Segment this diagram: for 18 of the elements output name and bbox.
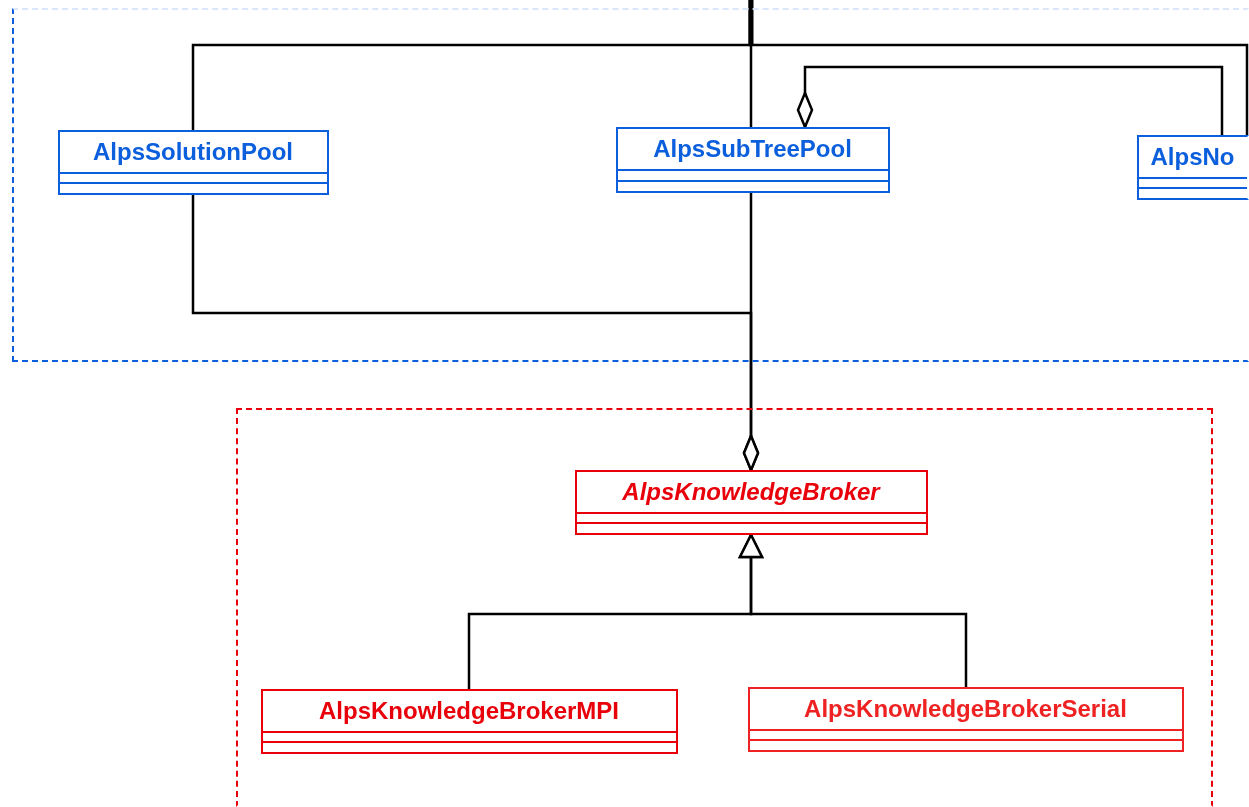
class-box <box>574 469 928 535</box>
class-box <box>615 126 890 193</box>
package-frame <box>12 8 1249 362</box>
class-box <box>260 688 678 754</box>
aggregation-line <box>796 65 1224 135</box>
class-name: AlpsKnowledgeBrokerSerial <box>803 693 1128 724</box>
class-name: AlpsSolutionPool <box>92 136 294 167</box>
aggregation-line <box>742 193 760 472</box>
class-box <box>1136 134 1249 200</box>
class-name: AlpsSubTreePool <box>652 133 853 164</box>
class-name: AlpsKnowledgeBroker <box>621 476 882 507</box>
connector-line <box>748 0 754 45</box>
class-box <box>747 686 1184 752</box>
class-name: AlpsNo <box>1149 141 1236 172</box>
class-name: AlpsKnowledgeBrokerMPI <box>317 695 620 726</box>
package-frame <box>236 408 1213 807</box>
inheritance-arrow <box>738 533 968 687</box>
class-box <box>57 129 329 195</box>
